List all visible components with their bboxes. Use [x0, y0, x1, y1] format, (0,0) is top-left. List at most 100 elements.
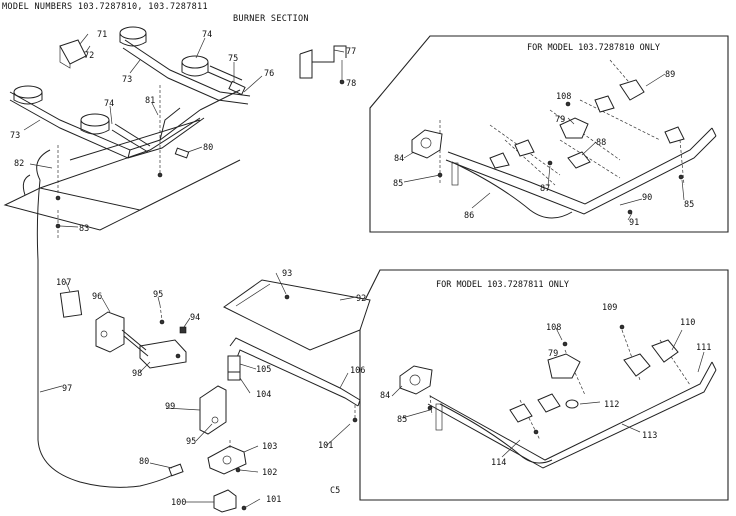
model-numbers-heading: MODEL NUMBERS 103.7287810, 103.7287811 [2, 2, 208, 12]
label-101: 101 [318, 441, 333, 451]
label-85-810-right: 85 [684, 200, 694, 210]
inset-810-orifice-108 [565, 101, 571, 107]
inset-810-valve-mid [514, 139, 535, 157]
screw-101b [241, 505, 247, 511]
inset-810-manifold [447, 127, 713, 205]
inset-811-valve-110 [651, 339, 679, 363]
label-74: 74 [104, 99, 114, 109]
label-82: 82 [14, 159, 24, 169]
top-burner-frame [124, 39, 251, 97]
label-106: 106 [350, 366, 365, 376]
label-74-top: 74 [202, 30, 212, 40]
label-87: 87 [540, 184, 550, 194]
label-84-810: 84 [394, 154, 404, 164]
burner-head-right [80, 113, 110, 127]
air-shutter-105 [227, 355, 241, 375]
label-99: 99 [165, 402, 175, 412]
label-95: 95 [153, 290, 163, 300]
inset-811-bracket [435, 403, 443, 431]
label-104: 104 [256, 390, 271, 400]
lower-components [36, 179, 371, 513]
label-84-811: 84 [380, 391, 390, 401]
label-79-810: 79 [555, 115, 565, 125]
inset-810-valve-88 [567, 151, 591, 169]
inset-811-orifice-112 [565, 399, 579, 409]
thermocouple-97 [36, 179, 179, 488]
inset-811-valve-a [537, 393, 561, 413]
inset-811-valve-b [509, 403, 533, 423]
label-93: 93 [282, 269, 292, 279]
label-114: 114 [491, 458, 506, 468]
label-90: 90 [642, 193, 652, 203]
label-73-top: 73 [122, 75, 132, 85]
inset-model-811: FOR MODEL 103.7287811 ONLY [359, 269, 729, 501]
footer-code: C5 [330, 486, 340, 496]
label-86: 86 [464, 211, 474, 221]
screw-94 [179, 326, 187, 334]
label-76: 76 [264, 69, 274, 79]
label-94: 94 [190, 313, 200, 323]
inset-811-valve-center [623, 353, 651, 377]
igniter-80 [174, 147, 190, 159]
label-85-810-left: 85 [393, 179, 403, 189]
label-113: 113 [642, 431, 657, 441]
inset-811-pipe [439, 403, 553, 464]
label-79-811: 79 [548, 349, 558, 359]
screw-93 [284, 294, 290, 300]
burner-head-top-left [119, 26, 147, 40]
inset-810-valve-upper [594, 95, 615, 113]
inset-811-manifold-edge [427, 369, 717, 469]
inset-811-valve-79 [547, 353, 581, 379]
label-105: 105 [256, 365, 271, 375]
label-108-810: 108 [556, 92, 571, 102]
label-96: 96 [92, 292, 102, 302]
inset-811-manifold [429, 361, 713, 461]
label-103: 103 [262, 442, 277, 452]
inset-model-810: FOR MODEL 103.7287810 ONLY [369, 35, 729, 233]
oven-thermostat-98 [139, 339, 187, 369]
label-88: 88 [596, 138, 606, 148]
burner-head-left [13, 85, 43, 99]
inset-811-valve [399, 365, 433, 395]
screw-101 [352, 417, 358, 423]
inset-810-bracket [451, 162, 459, 186]
label-73: 73 [10, 131, 20, 141]
label-77: 77 [346, 47, 356, 57]
label-85-811: 85 [397, 415, 407, 425]
inset-810-valve-79 [559, 117, 589, 139]
spark-module-71 [59, 39, 87, 65]
part-labels: 71 72 73 74 75 76 77 78 81 74 73 80 82 8… [10, 30, 711, 508]
label-102: 102 [262, 468, 277, 478]
label-101-bottom: 101 [266, 495, 281, 505]
inset-810-pipe [451, 161, 573, 219]
screw-95 [159, 319, 165, 325]
label-71: 71 [97, 30, 107, 40]
inset-810-valve-89 [619, 79, 645, 101]
label-72: 72 [84, 51, 94, 61]
burner-assembly [3, 26, 347, 238]
valve-bracket-96 [95, 311, 125, 353]
bracket-100 [213, 489, 237, 513]
section-title: BURNER SECTION [233, 14, 309, 24]
inset-810-manifold-edge [445, 135, 717, 215]
label-92: 92 [356, 294, 366, 304]
inset-810-valve [411, 129, 443, 159]
oven-burner-106 [229, 337, 361, 401]
inset-810-valve-right [664, 126, 685, 144]
label-75: 75 [228, 54, 238, 64]
burner-pan-92 [223, 279, 371, 351]
label-83: 83 [79, 224, 89, 234]
label-111: 111 [696, 343, 711, 353]
spark-igniter-107 [59, 290, 83, 318]
label-110: 110 [680, 318, 695, 328]
inset-810-title: FOR MODEL 103.7287810 ONLY [527, 43, 660, 53]
label-108-811: 108 [546, 323, 561, 333]
label-107: 107 [56, 278, 71, 288]
burner-head-top-right [181, 55, 209, 69]
screw-102 [235, 467, 241, 473]
fitting-80 [168, 463, 184, 477]
label-78: 78 [346, 79, 356, 89]
label-95b: 95 [186, 437, 196, 447]
inset-810-frame [369, 35, 729, 233]
